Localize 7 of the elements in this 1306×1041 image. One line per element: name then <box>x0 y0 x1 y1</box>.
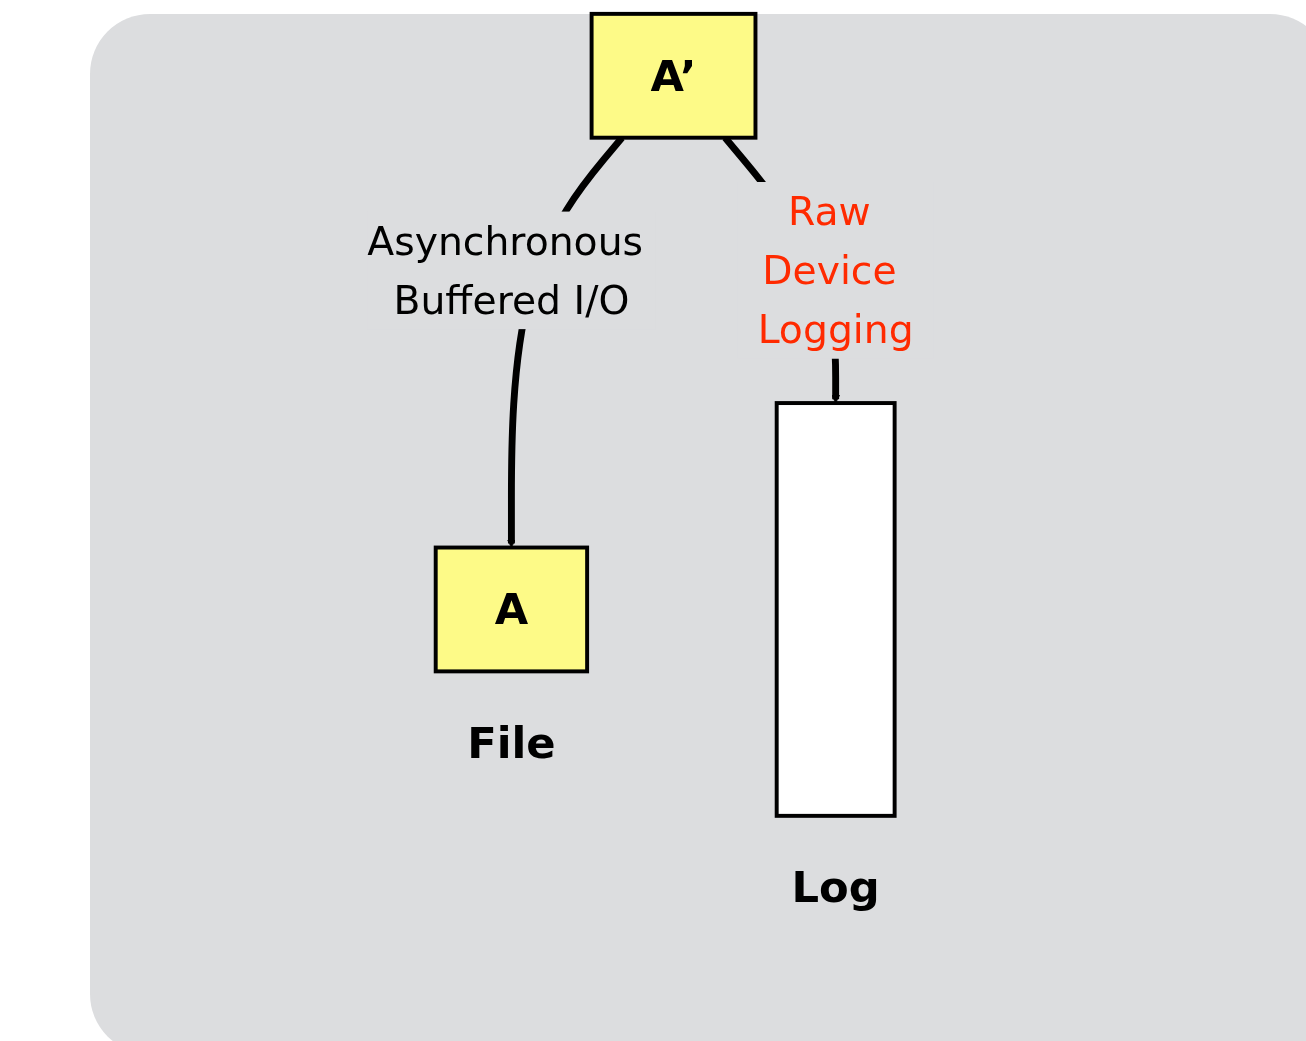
node-box: A <box>433 545 590 673</box>
node-label: Log <box>791 861 880 912</box>
node-label: File <box>467 717 556 768</box>
node-bar <box>774 400 897 818</box>
edge-label: Raw Device Logging <box>757 188 914 352</box>
node-box: A’ <box>589 11 758 140</box>
edge-label: Asynchronous Buffered I/O <box>367 217 644 322</box>
